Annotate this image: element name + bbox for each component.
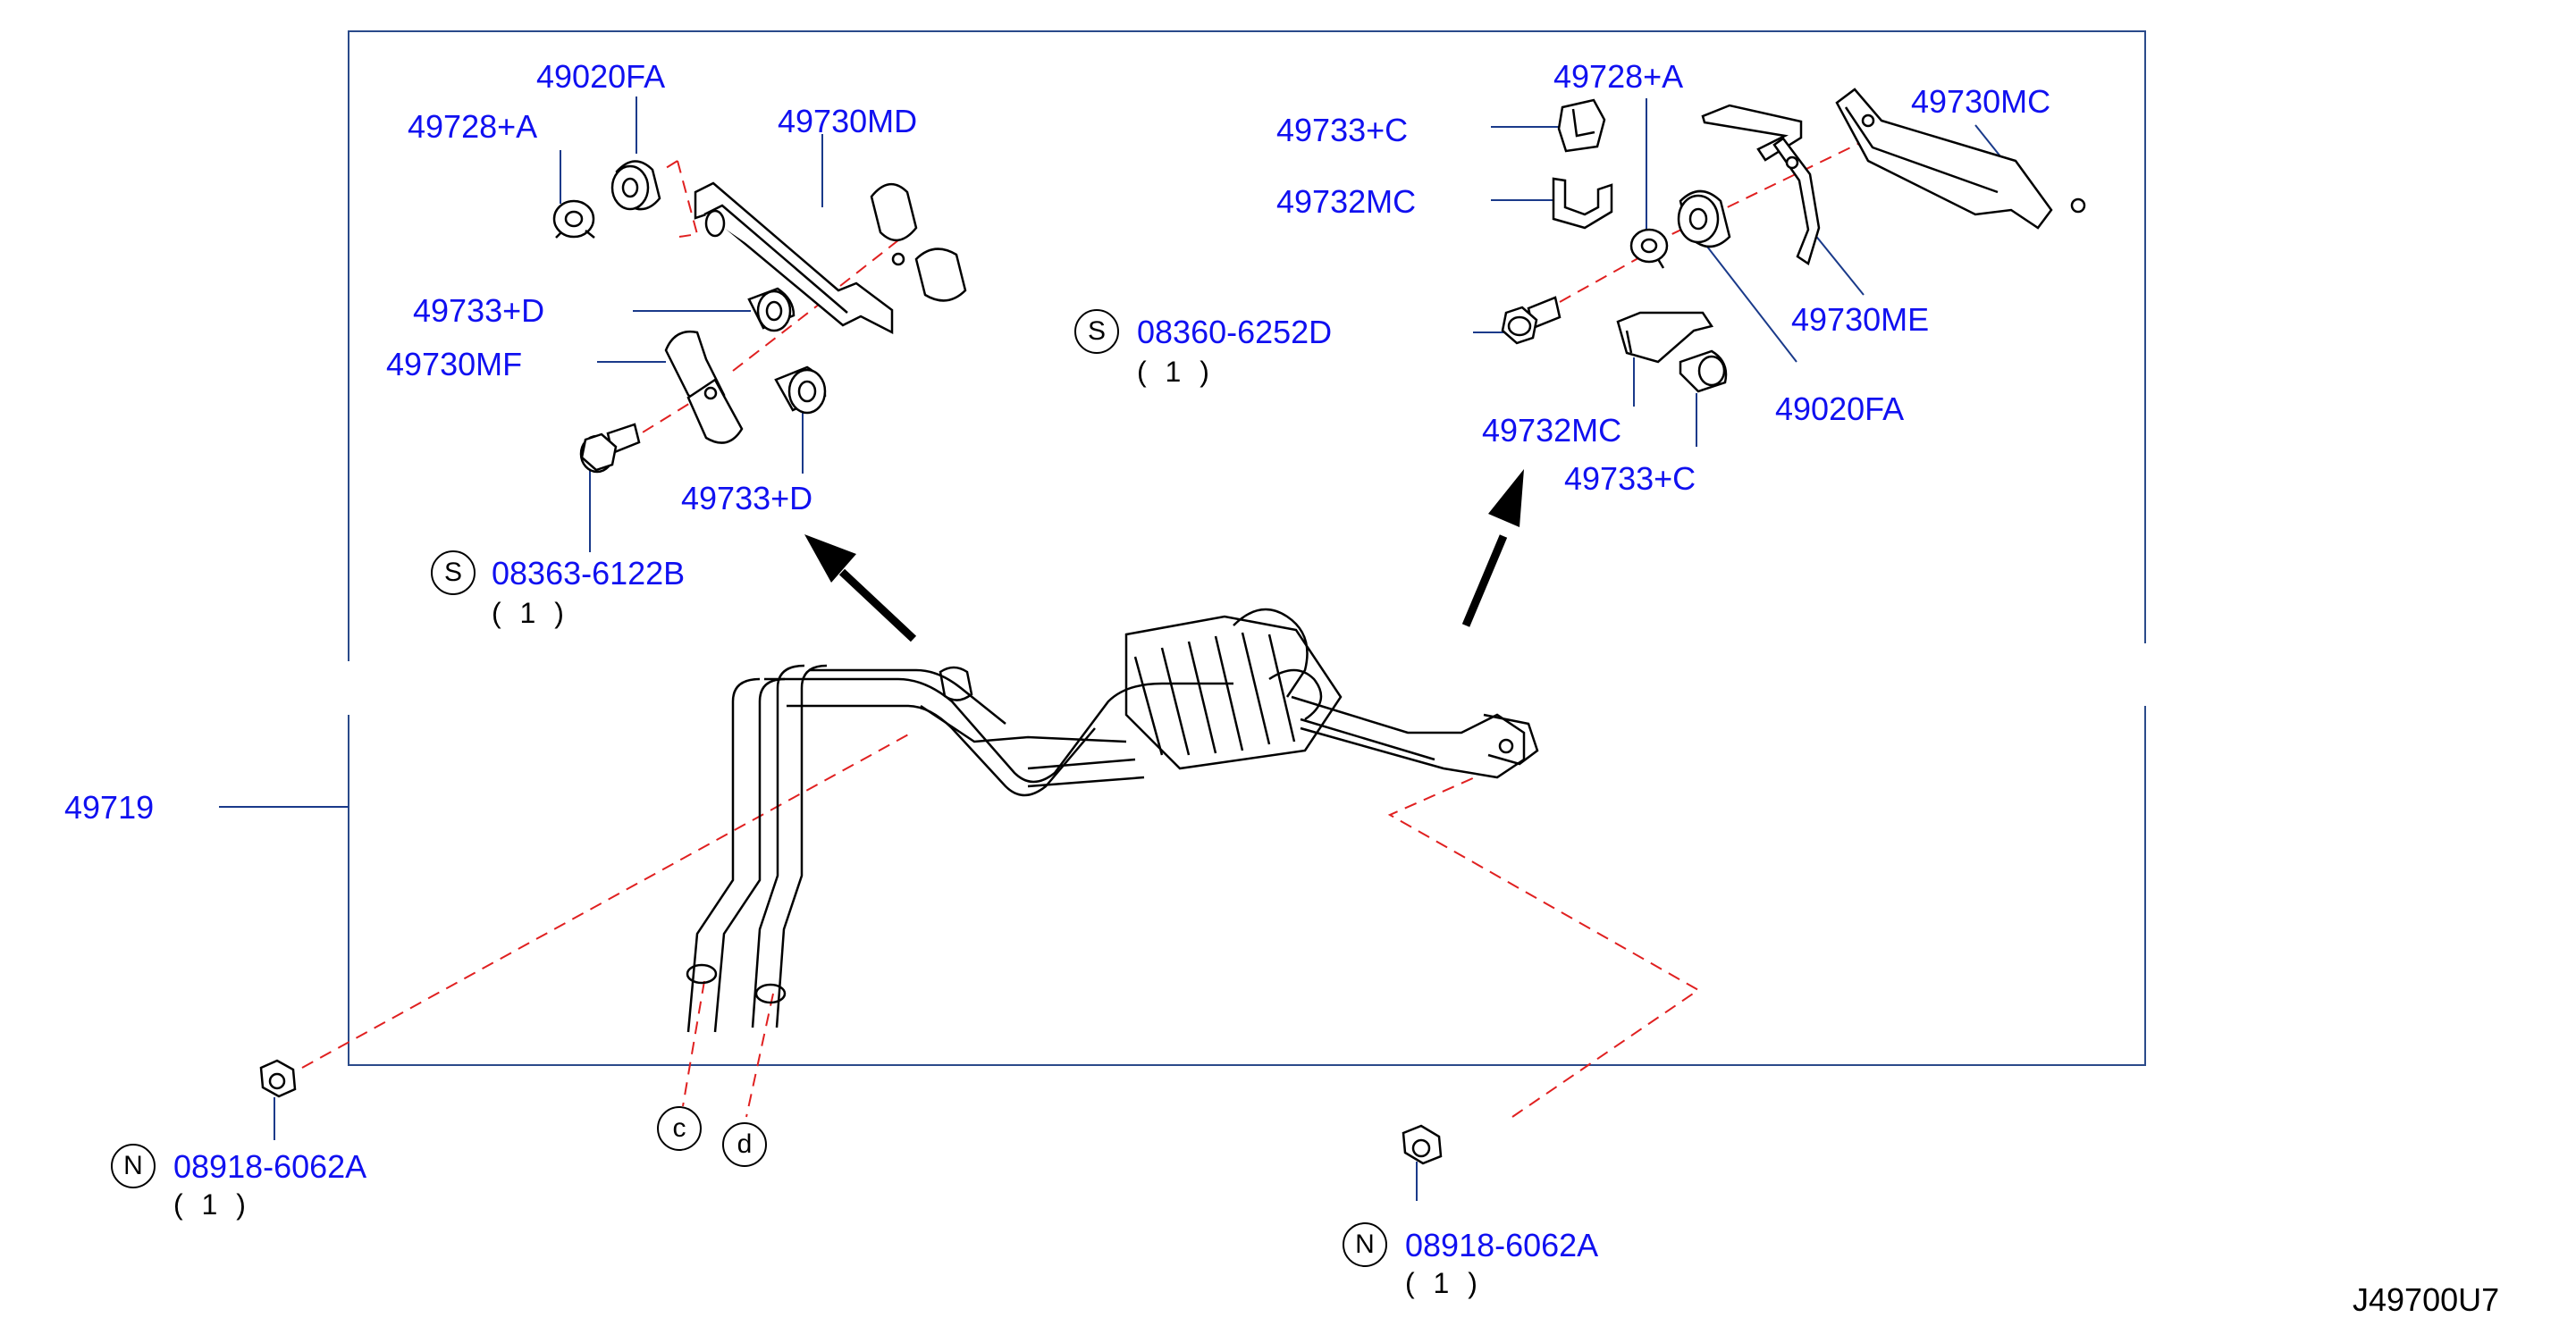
bracket-49730me [1701,104,1821,265]
grommet-49020fa-left [610,160,661,211]
connector-c: c [657,1106,702,1151]
label-49730mc[interactable]: 49730MC [1911,83,2051,120]
clip-49728-a-right [1629,228,1669,269]
collar-49733-c-lower [1679,349,1728,393]
label-08360-6252d[interactable]: 08360-6252D [1137,314,1333,350]
label-49730md[interactable]: 49730MD [778,103,918,139]
label-49730me[interactable]: 49730ME [1791,301,1930,338]
label-49728-a-right[interactable]: 49728+A [1553,58,1684,95]
label-08918-6062a-left[interactable]: 08918-6062A [173,1148,367,1185]
label-49732mc-upper[interactable]: 49732MC [1276,183,1417,220]
clamp-49730mf [664,330,744,444]
label-49732mc-lower[interactable]: 49732MC [1482,412,1622,449]
clip-49732mc-lower [1616,311,1714,364]
qty-08363-6122b: ( 1 ) [492,597,569,629]
nut-08918-6062a-right [1402,1124,1443,1165]
collar-49733-c-upper [1557,98,1606,153]
dashed-connections [301,140,1865,1118]
symbol-n-left: N [111,1144,156,1188]
oil-cooler-assembly-49719 [686,608,1539,1033]
grommet-49020fa-right [1677,189,1731,248]
label-49733-d-lower[interactable]: 49733+D [681,480,813,516]
qty-08360-6252d: ( 1 ) [1137,356,1215,388]
clip-49732mc-upper [1552,177,1613,230]
label-08918-6062a-right[interactable]: 08918-6062A [1405,1227,1599,1263]
frame [348,30,2146,1066]
symbol-s-right: S [1074,309,1119,354]
label-49719[interactable]: 49719 [64,789,155,826]
clip-49728-a-left [552,199,595,239]
label-49733-c-lower[interactable]: 49733+C [1564,460,1696,497]
connector-d: d [722,1122,767,1167]
qty-08918-6062a-right: ( 1 ) [1405,1267,1483,1299]
bracket-49730mc [1835,88,2086,230]
symbol-s-left: S [431,550,476,595]
diagram-code: J49700U7 [2353,1281,2500,1318]
label-49730mf[interactable]: 49730MF [386,346,523,382]
collar-49733-d-upper [747,287,796,332]
collar-49733-d-lower [774,365,827,415]
label-49728-a-left[interactable]: 49728+A [408,108,538,145]
label-49733-c-upper[interactable]: 49733+C [1276,112,1409,148]
label-49020fa-right[interactable]: 49020FA [1775,390,1905,427]
qty-08918-6062a-left: ( 1 ) [173,1188,251,1221]
label-49020fa-left[interactable]: 49020FA [536,58,666,95]
bolt-08360-6252d [1501,296,1562,345]
leader-lines [219,97,2012,1201]
symbol-n-right: N [1343,1222,1387,1267]
label-49733-d-upper[interactable]: 49733+D [413,292,545,329]
bolt-08363-6122b [579,423,641,474]
bracket-49730md [694,181,967,335]
nut-08918-6062a-left [259,1059,297,1098]
direction-arrows [804,469,1524,642]
label-08363-6122b[interactable]: 08363-6122B [492,555,686,592]
